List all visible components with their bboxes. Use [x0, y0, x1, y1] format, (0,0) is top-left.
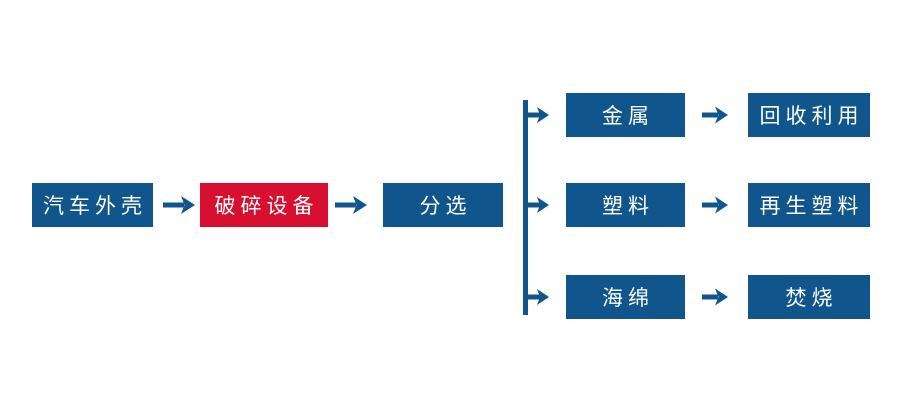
arrow-right-icon — [702, 288, 728, 306]
node-recycled-plastic: 再生塑料 — [748, 183, 870, 227]
node-recycling: 回收利用 — [748, 93, 870, 137]
node-incineration: 焚烧 — [748, 275, 870, 319]
node-car-shell: 汽车外壳 — [32, 183, 153, 227]
arrow-right-icon — [702, 106, 728, 124]
arrow-right-icon — [526, 289, 549, 305]
arrow-right-icon — [526, 197, 549, 213]
node-sponge: 海绵 — [566, 275, 685, 319]
node-metal: 金属 — [566, 93, 685, 137]
arrow-right-icon — [335, 196, 367, 214]
arrow-right-icon — [526, 107, 549, 123]
arrow-right-icon — [163, 196, 195, 214]
node-crusher: 破碎设备 — [200, 183, 328, 227]
node-plastic: 塑料 — [566, 183, 685, 227]
branch-connector-line — [523, 100, 528, 315]
arrow-right-icon — [702, 196, 728, 214]
node-sorting: 分选 — [383, 183, 503, 227]
